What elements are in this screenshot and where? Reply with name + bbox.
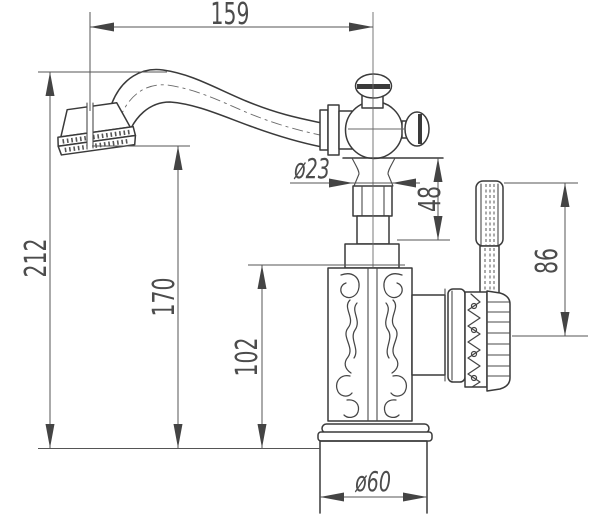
handle-flange	[447, 288, 466, 383]
base-molding	[317, 431, 433, 442]
dim-spout-height: 170	[92, 145, 190, 448]
base	[317, 423, 433, 514]
dim-handle-height: 86	[504, 182, 588, 337]
neck	[342, 157, 444, 269]
body-ornament-left	[335, 273, 360, 419]
dim-body-height: 102	[230, 264, 405, 448]
neck-nut	[352, 185, 393, 217]
dim-spout-height-label: 170	[147, 278, 182, 317]
body-ornament-right	[383, 273, 408, 419]
side-knob	[404, 111, 430, 147]
dim-neck-height-label: 48	[413, 186, 448, 212]
dim-spout-reach-label: 159	[211, 0, 250, 32]
handle-lever-rod	[475, 180, 504, 297]
dim-neck-diameter: ø23	[290, 152, 420, 188]
handle-ribs	[486, 301, 511, 377]
spout	[111, 68, 323, 148]
dim-base-diameter-label: ø60	[354, 465, 391, 498]
dim-neck-diameter-label: ø23	[293, 152, 330, 185]
valve-block	[411, 294, 446, 376]
dim-neck-height: 48	[397, 158, 450, 241]
dim-overall-height-label: 212	[19, 239, 54, 278]
neck-collar	[344, 243, 400, 269]
body	[327, 267, 446, 422]
handle-assembly	[444, 288, 511, 392]
spout-centerline	[118, 84, 321, 136]
dim-base-diameter: ø60	[320, 465, 427, 502]
dim-overall-height: 212	[19, 71, 167, 448]
aerator-seam	[86, 102, 94, 150]
faucet-geometry	[57, 12, 511, 514]
dim-body-height-label: 102	[230, 338, 265, 377]
base-cylinder	[319, 440, 428, 514]
dim-handle-height-label: 86	[530, 248, 565, 274]
valve-head	[344, 73, 430, 160]
aerator-tip	[57, 101, 137, 156]
dim-spout-reach: 159	[89, 0, 373, 111]
